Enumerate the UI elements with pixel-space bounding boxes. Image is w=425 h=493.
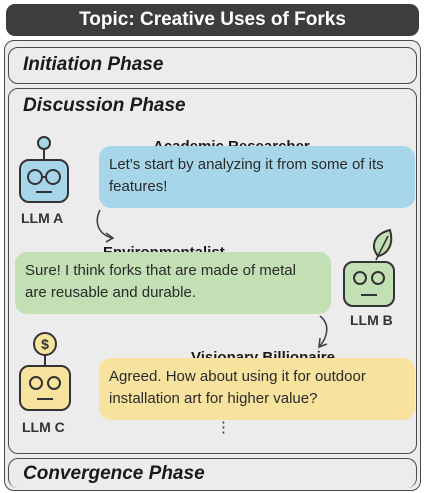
- initiation-phase-panel: Initiation Phase: [8, 47, 417, 84]
- message-bubble-a: Let's start by analyzing it from some of…: [99, 146, 415, 208]
- robot-c-icon: $: [19, 332, 71, 411]
- robot-b-icon: [343, 228, 395, 307]
- ellipsis: ⋮: [216, 419, 231, 436]
- llm-b-label: LLM B: [350, 312, 393, 328]
- convergence-phase-panel: Convergence Phase: [8, 458, 417, 488]
- llm-a-label: LLM A: [21, 210, 64, 226]
- curved-arrow-icon: [96, 209, 115, 243]
- robot-a-icon: [19, 136, 69, 203]
- message-text-c: Agreed. How about using it for outdoor i…: [109, 368, 366, 407]
- convergence-phase-title: Convergence Phase: [23, 463, 205, 484]
- message-text-a: Let's start by analyzing it from some of…: [109, 156, 384, 195]
- topic-title: Topic: Creative Uses of Forks: [79, 9, 346, 30]
- llm-c-label: LLM C: [22, 419, 65, 435]
- message-text-b: Sure! I think forks that are made of met…: [25, 262, 296, 301]
- curved-arrow-icon: [318, 315, 328, 349]
- dollar-sign-icon: $: [41, 336, 49, 352]
- discussion-phase-title: Discussion Phase: [23, 95, 186, 116]
- initiation-phase-title: Initiation Phase: [23, 54, 164, 75]
- message-bubble-c: Agreed. How about using it for outdoor i…: [99, 358, 415, 420]
- topic-banner: Topic: Creative Uses of Forks: [6, 4, 419, 36]
- message-bubble-b: Sure! I think forks that are made of met…: [15, 252, 331, 314]
